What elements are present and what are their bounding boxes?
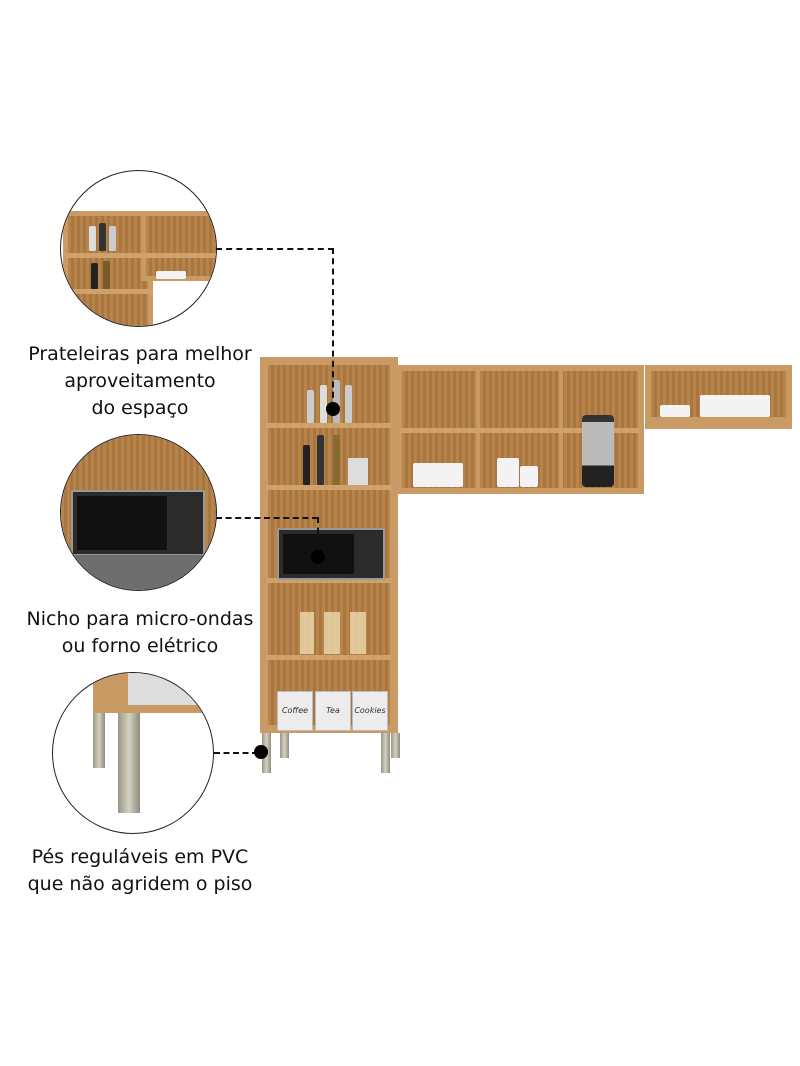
callout-line (216, 517, 318, 519)
adjustable-leg (391, 733, 400, 758)
canister-coffee: Coffee (277, 691, 313, 731)
caption-line: Pés reguláveis em PVC (31, 846, 249, 868)
caption-line: Nicho para micro-ondas (26, 608, 254, 630)
callout-line (216, 248, 334, 250)
callout-dot (254, 745, 268, 759)
callout-line (332, 248, 334, 408)
callout-dot (326, 402, 340, 416)
canister-cookies: Cookies (352, 691, 388, 731)
caption-line: que não agridem o piso (27, 873, 253, 895)
callout-microwave-caption: Nicho para micro-ondas ou forno elétrico (0, 606, 280, 660)
callout-legs-caption: Pés reguláveis em PVC que não agridem o … (0, 844, 280, 898)
callout-shelves-caption: Prateleiras para melhor aproveitamento d… (0, 341, 280, 422)
callout-line (214, 752, 258, 754)
blender-icon (582, 415, 614, 487)
legs-detail-circle (52, 672, 214, 834)
caption-line: Prateleiras para melhor (28, 343, 252, 365)
microwave-detail-circle (60, 434, 217, 591)
caption-line: aproveitamento (64, 370, 216, 392)
adjustable-leg (381, 733, 390, 773)
caption-line: ou forno elétrico (61, 635, 219, 657)
adjustable-leg (280, 733, 289, 758)
callout-line (317, 517, 319, 555)
caption-line: do espaço (91, 397, 189, 419)
microwave-icon (277, 528, 385, 580)
microwave-icon (71, 490, 205, 556)
shelves-detail-circle (60, 170, 217, 327)
callout-dot (311, 550, 325, 564)
canister-tea: Tea (315, 691, 351, 731)
